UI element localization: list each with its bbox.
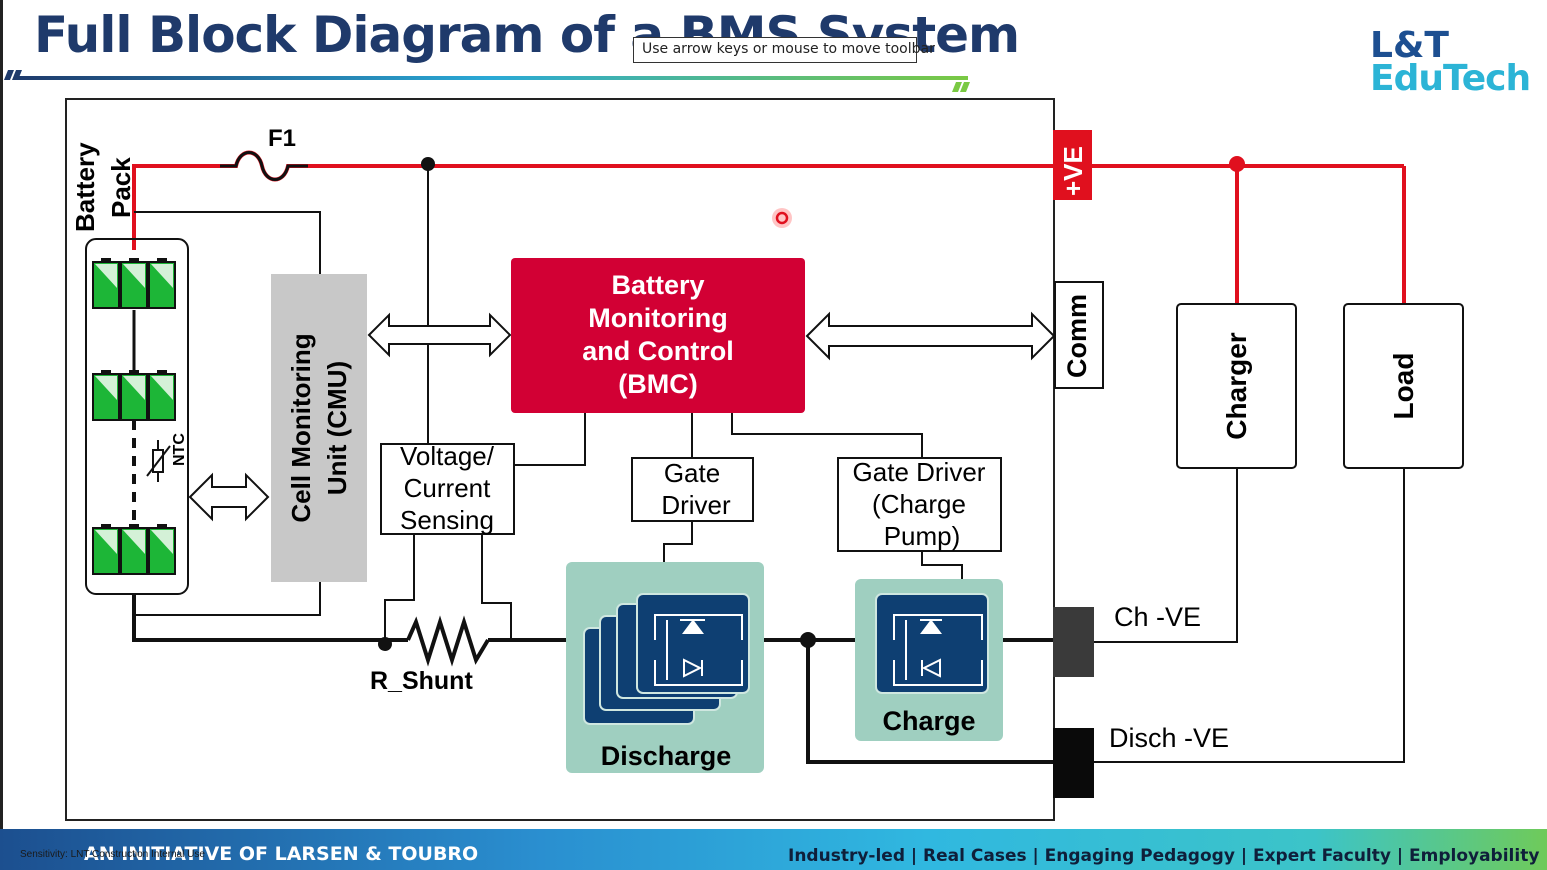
vcs-label-3: Sensing bbox=[400, 505, 494, 535]
battery-cell-terminal bbox=[129, 370, 139, 375]
sensitivity-label: Sensitivity: LNT Construction Internal U… bbox=[20, 849, 205, 860]
battery-cell-highlight bbox=[95, 530, 117, 554]
fuse-label: F1 bbox=[268, 125, 296, 152]
gate-driver-cp-label-1: Gate Driver bbox=[853, 457, 986, 487]
junction-dot bbox=[1229, 156, 1245, 172]
discharge-mosfets bbox=[583, 593, 750, 725]
load-label: Load bbox=[1388, 353, 1419, 420]
gate-driver-cp-label-3: Pump) bbox=[884, 521, 961, 551]
signal-wires bbox=[133, 166, 1405, 763]
gate-driver-cp-block bbox=[837, 457, 1002, 552]
positive-terminal-label: +VE bbox=[1058, 146, 1088, 196]
charger-block bbox=[1176, 303, 1297, 469]
battery-cell-highlight bbox=[123, 264, 145, 288]
junction-dot bbox=[800, 632, 816, 648]
gate-driver-label-1: Gate bbox=[664, 458, 720, 488]
shunt-resistor bbox=[406, 615, 490, 667]
window-edge bbox=[0, 0, 3, 870]
vcs-label-1: Voltage/ bbox=[400, 441, 495, 471]
battery-cell-terminal bbox=[129, 258, 139, 263]
double-arrow-bmc-comm bbox=[805, 311, 1056, 361]
fuse-symbol bbox=[220, 151, 308, 181]
vcs-block bbox=[380, 443, 515, 535]
gate-driver-block bbox=[631, 457, 754, 522]
enclosure bbox=[65, 98, 1055, 821]
battery-cell-highlight bbox=[151, 264, 173, 288]
negative-path bbox=[132, 594, 1053, 764]
cmu-block bbox=[271, 274, 367, 582]
bmc-label-2: Monitoring bbox=[588, 303, 727, 333]
charge-label: Charge bbox=[882, 706, 975, 736]
logo-edutech: EduTech bbox=[1370, 58, 1531, 99]
footer-tagline: Industry-led | Real Cases | Engaging Ped… bbox=[788, 846, 1540, 866]
disch-neg-terminal bbox=[1053, 728, 1094, 798]
battery-cell-highlight bbox=[123, 376, 145, 400]
bmc-label-1: Battery bbox=[611, 270, 704, 300]
battery-cells bbox=[92, 258, 176, 575]
bmc-block bbox=[511, 258, 805, 413]
logo-lt: L&T bbox=[1370, 25, 1449, 66]
battery-pack-label-1: Battery bbox=[70, 142, 100, 232]
charge-mosfet bbox=[875, 593, 989, 694]
double-arrow-cmu-bmc bbox=[367, 312, 512, 358]
ntc-thermistor bbox=[146, 440, 171, 482]
battery-cell-terminal bbox=[101, 370, 111, 375]
junction-dot bbox=[421, 157, 435, 171]
ch-neg-label: Ch -VE bbox=[1114, 602, 1201, 632]
shunt-label: R_Shunt bbox=[370, 667, 473, 695]
charge-mosfet-symbol bbox=[893, 614, 983, 686]
discharge-label: Discharge bbox=[601, 741, 732, 771]
laser-pointer-icon bbox=[775, 211, 789, 225]
battery-cell-terminal bbox=[101, 524, 111, 529]
battery-cell-highlight bbox=[123, 530, 145, 554]
footer-bar bbox=[0, 829, 1547, 870]
footer-initiative: AN INITIATIVE OF LARSEN & TOUBRO bbox=[84, 843, 479, 865]
laser-pointer-glow bbox=[772, 208, 792, 228]
bmc-label-4: (BMC) bbox=[618, 369, 697, 399]
cmu-label-1: Cell Monitoring bbox=[286, 333, 316, 522]
load-block bbox=[1343, 303, 1464, 469]
battery-cell-terminal bbox=[101, 258, 111, 263]
battery-cell-terminal bbox=[129, 524, 139, 529]
battery-pack-box bbox=[85, 238, 189, 595]
battery-cell-terminal bbox=[157, 524, 167, 529]
ntc-label: NTC bbox=[171, 433, 188, 466]
battery-cell-terminal bbox=[157, 258, 167, 263]
gate-driver-label-2: Driver bbox=[661, 490, 731, 520]
comm-block bbox=[1054, 281, 1104, 389]
cmu-label-2: Unit (CMU) bbox=[322, 361, 352, 495]
toolbar-tooltip: Use arrow keys or mouse to move toolbar bbox=[633, 37, 935, 63]
bmc-label-3: and Control bbox=[582, 336, 733, 366]
gate-driver-cp-label-2: (Charge bbox=[872, 489, 966, 519]
battery-cell-highlight bbox=[151, 376, 173, 400]
double-arrow-pack-cmu bbox=[188, 472, 270, 522]
vcs-label-2: Current bbox=[404, 473, 491, 503]
junction-dot bbox=[378, 637, 392, 651]
comm-label: Comm bbox=[1062, 294, 1092, 378]
charger-label: Charger bbox=[1221, 332, 1252, 439]
battery-cell-highlight bbox=[151, 530, 173, 554]
battery-cell-terminal bbox=[157, 370, 167, 375]
battery-cell-highlight bbox=[95, 376, 117, 400]
battery-cell-highlight bbox=[95, 264, 117, 288]
battery-pack-label-2: Pack bbox=[106, 157, 136, 218]
disch-neg-label: Disch -VE bbox=[1109, 723, 1229, 753]
ch-neg-terminal bbox=[1053, 607, 1094, 677]
positive-terminal bbox=[1053, 130, 1092, 200]
